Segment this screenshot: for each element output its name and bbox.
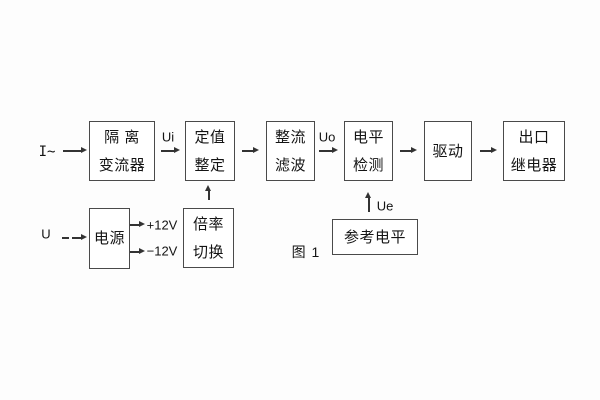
block-reference-level-label: 参考电平 [343,228,406,246]
block-output-relay-line2: 继电器 [510,156,558,174]
block-output-relay: 出口 继电器 [503,121,565,181]
arrow-isolator-to-setpoint [161,147,180,153]
block-rectifier-filter-line1: 整流 [274,128,306,146]
block-driver: 驱动 [424,121,472,181]
block-setpoint-adjust-line1: 定值 [194,128,226,146]
arrow-reference-to-level [365,192,371,212]
block-ratio-switch-line1: 倍率 [192,215,224,233]
block-isolation-transformer-line2: 变流器 [98,156,146,174]
figure-caption: 图 1 [291,244,321,260]
block-power-supply: 电源 [89,208,130,269]
block-setpoint-adjust: 定值 整定 [185,121,235,181]
block-power-supply-label: 电源 [93,230,125,247]
arrow-power-to-minus12v [130,248,145,254]
block-level-detector-line2: 检测 [352,156,384,174]
arrow-ratio-to-setpoint [205,185,211,200]
arrow-rectifier-to-level [319,147,338,153]
block-driver-label: 驱动 [432,142,464,160]
block-output-relay-line1: 出口 [518,128,550,146]
block-ratio-switch-line2: 切换 [192,243,224,261]
block-setpoint-adjust-line2: 整定 [194,156,226,174]
block-reference-level: 参考电平 [332,219,418,255]
arrow-level-to-driver [400,147,417,153]
signal-ui-label: Ui [161,129,175,145]
signal-uo-label: Uo [318,129,336,145]
arrow-voltage-to-power [72,234,87,240]
block-level-detector: 电平 检测 [344,121,393,181]
block-isolation-transformer: 隔 离 变流器 [89,121,155,181]
arrow-driver-to-relay [480,147,497,153]
rail-minus12v-label: −12V [146,243,178,259]
input-current-label: I~ [38,144,56,160]
arrow-setpoint-to-rectifier [242,147,259,153]
arrow-power-to-plus12v [130,221,145,227]
arrow-current-to-isolator [63,147,87,153]
block-level-detector-line1: 电平 [352,128,384,146]
block-rectifier-filter: 整流 滤波 [266,121,315,181]
block-rectifier-filter-line2: 滤波 [274,156,306,174]
block-isolation-transformer-line1: 隔 离 [104,128,140,146]
input-voltage-label: U [41,226,51,242]
block-ratio-switch: 倍率 切换 [183,208,234,268]
voltage-lead-dash [62,237,69,239]
rail-plus12v-label: +12V [146,217,178,233]
signal-ue-label: Ue [376,198,394,214]
